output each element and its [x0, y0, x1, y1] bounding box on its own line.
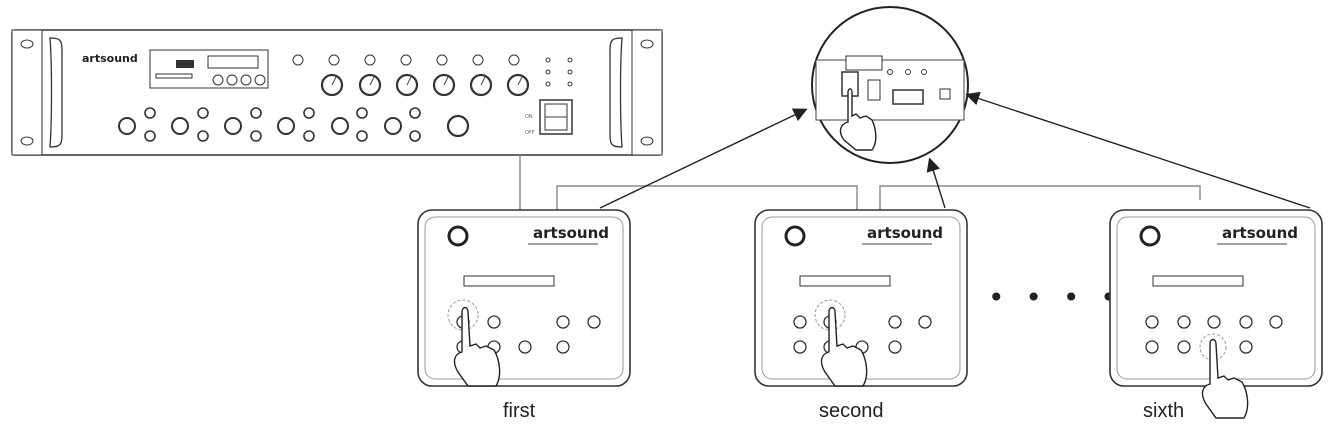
- hand-icon: [839, 88, 877, 151]
- tone-knobs: [144, 107, 421, 142]
- highlight-circle: [447, 299, 479, 331]
- hand-icon: [820, 306, 868, 387]
- rack-ear-left: [11, 29, 43, 156]
- control-panel-first: artsound first: [417, 209, 631, 422]
- hand-icon: [1201, 338, 1249, 419]
- network-port: [892, 89, 924, 105]
- player-button: [240, 74, 252, 86]
- zone-led-bar: [463, 275, 555, 287]
- control-panel-sixth: artsound sixth: [1109, 209, 1323, 422]
- player-button: [254, 74, 266, 86]
- player-button: [212, 74, 224, 86]
- zone-led-bar: [1152, 275, 1244, 287]
- connection-lines: [519, 155, 1201, 212]
- sd-slot: [155, 73, 193, 79]
- rack-hole-icon: [20, 39, 34, 49]
- panel-caption: first: [503, 400, 536, 422]
- hand-icon: [453, 306, 501, 387]
- input-knobs: [118, 117, 402, 135]
- rack-hole-icon: [20, 136, 34, 146]
- indicator-leds: [545, 57, 573, 87]
- player-button: [226, 74, 238, 86]
- mic-socket-icon: [1139, 225, 1161, 247]
- handle-right: [609, 37, 623, 148]
- zone-buttons: [292, 54, 520, 66]
- rear-panel-zoom: [811, 6, 969, 164]
- panel-caption: second: [819, 400, 884, 422]
- zone-led-bar: [799, 275, 891, 287]
- highlight-circle: [814, 299, 846, 331]
- player-display: [207, 55, 259, 69]
- mic-socket-icon: [784, 225, 806, 247]
- power-on-label: ON: [525, 114, 533, 120]
- panel-brand: artsound: [1222, 224, 1298, 242]
- usb-slot: [176, 60, 194, 68]
- rj45-port: [939, 88, 951, 100]
- amplifier-brand: artsound: [82, 52, 138, 65]
- zone-knobs: [320, 73, 530, 97]
- amplifier-unit: artsound: [11, 29, 663, 156]
- warning-label: [845, 55, 883, 71]
- panel-caption: sixth: [1143, 400, 1184, 422]
- handle-left: [49, 37, 63, 148]
- master-knob: [446, 114, 470, 138]
- control-panel-second: artsound second: [754, 209, 968, 422]
- power-off-label: OFF: [525, 130, 535, 136]
- panel-brand: artsound: [533, 224, 609, 242]
- arrows: [599, 91, 1311, 209]
- panel-buttons: [1145, 315, 1283, 354]
- rack-hole-icon: [640, 136, 654, 146]
- rack-ear-right: [631, 29, 663, 156]
- panel-brand: artsound: [867, 224, 943, 242]
- mic-socket-icon: [447, 225, 469, 247]
- rack-hole-icon: [640, 39, 654, 49]
- panel-body: [417, 209, 631, 387]
